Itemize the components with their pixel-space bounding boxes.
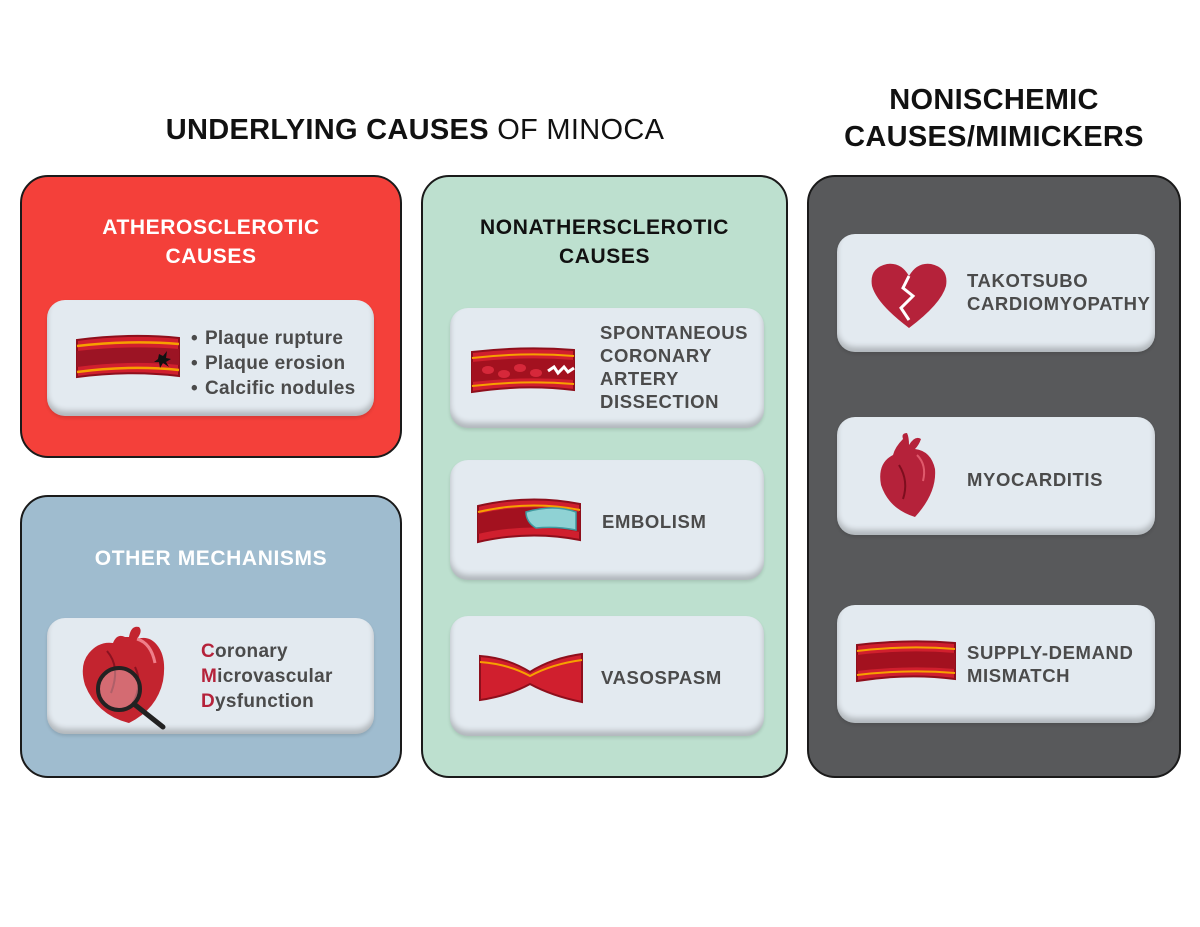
- nonathero-title-line2: CAUSES: [558, 245, 651, 268]
- nonischemic-title-line1: NONISCHEMIC: [889, 84, 1099, 116]
- heart-magnifier-icon: [82, 626, 166, 730]
- other-mechanisms-title: OTHER MECHANISMS: [94, 547, 328, 570]
- cmd-rest-m: icrovascular: [217, 666, 333, 687]
- embolism-label: EMBOLISM: [602, 511, 707, 532]
- cmd-rest-c: oronary: [215, 641, 288, 662]
- scad-line3: ARTERY: [600, 368, 679, 389]
- takotsubo-line1: TAKOTSUBO: [967, 270, 1089, 291]
- list-item: Calcific nodules: [191, 376, 355, 401]
- scad-line4: DISSECTION: [600, 391, 720, 412]
- scad-line1: SPONTANEOUS: [600, 322, 749, 343]
- cmd-line-dysfunction: Dysfunction: [201, 689, 333, 714]
- plaque-rupture-artery-icon: [76, 334, 180, 379]
- atherosclerotic-title-line2: CAUSES: [165, 245, 257, 268]
- cmd-line-microvascular: Microvascular: [201, 664, 333, 689]
- takotsubo-text: TAKOTSUBO CARDIOMYOPATHY: [967, 269, 1150, 315]
- cmd-initial-m: M: [201, 666, 218, 687]
- supply-line2: MISMATCH: [967, 665, 1071, 686]
- myocarditis-card: MYOCARDITIS: [837, 417, 1155, 535]
- dissected-artery-icon: [471, 347, 575, 394]
- cmd-rest-d: ysfunction: [215, 691, 315, 712]
- cmd-line-coronary: Coronary: [201, 639, 333, 664]
- cmd-initial-d: D: [201, 691, 216, 712]
- nonatherosclerotic-panel: NONATHERSCLEROTIC CAUSES SPONTANEOUS COR…: [421, 175, 788, 778]
- supply-demand-card: SUPPLY-DEMAND MISMATCH: [837, 605, 1155, 723]
- nonischemic-panel: TAKOTSUBO CARDIOMYOPATHY MYOCARDITIS SUP…: [807, 175, 1181, 778]
- heart-organ-icon: [880, 433, 936, 517]
- list-item: Plaque rupture: [191, 326, 355, 351]
- atherosclerotic-card: Plaque rupture Plaque erosion Calcific n…: [47, 300, 374, 416]
- atherosclerotic-panel: ATHEROSCLEROTIC CAUSES Plaque rupture Pl…: [20, 175, 402, 458]
- supply-demand-text: SUPPLY-DEMAND MISMATCH: [967, 641, 1133, 687]
- embolism-artery-icon: [477, 498, 581, 544]
- takotsubo-line2: CARDIOMYOPATHY: [967, 293, 1151, 314]
- vasospasm-label: VASOSPASM: [601, 667, 722, 688]
- supply-line1: SUPPLY-DEMAND: [967, 642, 1134, 663]
- main-title: UNDERLYING CAUSES OF MINOCA: [100, 114, 730, 147]
- other-mechanisms-panel: OTHER MECHANISMS Coronary Microvascular …: [20, 495, 402, 778]
- atherosclerotic-title-line1: ATHEROSCLEROTIC: [102, 216, 320, 239]
- embolism-card: EMBOLISM: [450, 460, 764, 580]
- atherosclerotic-panel-title: ATHEROSCLEROTIC CAUSES: [22, 213, 400, 271]
- vasospasm-card: VASOSPASM: [450, 616, 764, 736]
- main-title-light: OF MINOCA: [497, 114, 665, 146]
- main-title-bold: UNDERLYING CAUSES: [165, 114, 489, 146]
- nonathero-title-line1: NONATHERSCLEROTIC: [480, 216, 729, 239]
- cmd-text: Coronary Microvascular Dysfunction: [201, 639, 333, 714]
- scad-text: SPONTANEOUS CORONARY ARTERY DISSECTION: [600, 321, 748, 413]
- list-item: Plaque erosion: [191, 351, 355, 376]
- broken-heart-icon: [871, 263, 947, 328]
- nonischemic-title-line2: CAUSES/MIMICKERS: [844, 121, 1144, 153]
- atherosclerotic-list: Plaque rupture Plaque erosion Calcific n…: [191, 326, 355, 401]
- scad-card: SPONTANEOUS CORONARY ARTERY DISSECTION: [450, 308, 764, 428]
- scad-line2: CORONARY: [600, 345, 713, 366]
- nonischemic-title: NONISCHEMIC CAUSES/MIMICKERS: [820, 82, 1168, 156]
- vasospasm-artery-icon: [479, 652, 583, 704]
- cmd-initial-c: C: [201, 641, 216, 662]
- myocarditis-label: MYOCARDITIS: [967, 469, 1104, 490]
- takotsubo-card: TAKOTSUBO CARDIOMYOPATHY: [837, 234, 1155, 352]
- cmd-card: Coronary Microvascular Dysfunction: [47, 618, 374, 734]
- artery-icon: [856, 640, 956, 683]
- nonatherosclerotic-title: NONATHERSCLEROTIC CAUSES: [423, 213, 786, 271]
